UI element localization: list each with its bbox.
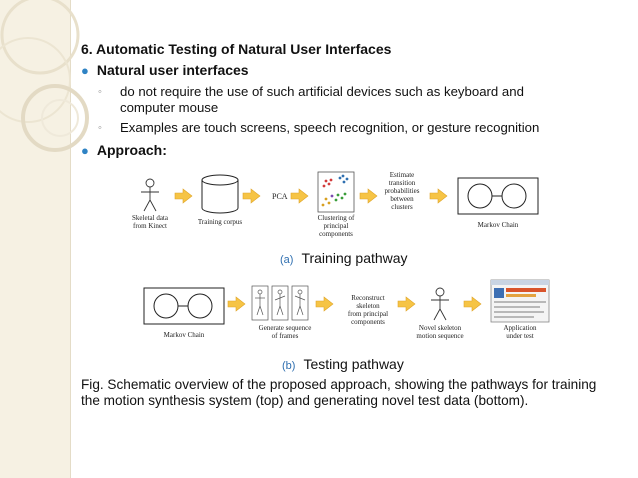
label-components-testing: components	[351, 318, 385, 326]
cluster-scatter-icon	[317, 171, 355, 213]
caption-b-text: Testing pathway	[303, 356, 404, 372]
label-probabilities: probabilities	[385, 187, 420, 195]
label-markov-chain-training: Markov Chain	[478, 221, 519, 229]
arrow-icon	[463, 296, 482, 312]
stick-figure-icon	[141, 178, 159, 212]
sub-bullet-devices: ◦ do not require the use of such artific…	[98, 84, 524, 115]
frame-sequence-icon	[251, 285, 309, 321]
label-reconstruct: Reconstruct	[351, 294, 384, 302]
arrow-icon	[359, 188, 378, 204]
bullet-natural-ui-text: Natural user interfaces	[96, 62, 249, 78]
arrow-icon	[174, 188, 193, 204]
arrow-icon	[429, 188, 448, 204]
label-from-kinect: from Kinect	[133, 222, 167, 230]
label-components: components	[319, 230, 353, 238]
label-principal: principal	[324, 222, 349, 230]
arrow-icon	[242, 188, 261, 204]
label-markov-chain-testing: Markov Chain	[164, 331, 205, 339]
arrow-icon	[227, 296, 246, 312]
bullet-dot-icon: ●	[81, 143, 89, 158]
bullet-dot-icon: ●	[81, 63, 89, 78]
bullet-approach-text: Approach:	[96, 142, 167, 158]
caption-b-label: (b)	[282, 360, 296, 372]
arrow-icon	[397, 296, 416, 312]
label-generate-sequence: Generate sequence	[259, 324, 312, 332]
sidebar-band	[0, 0, 70, 478]
label-under-test: under test	[506, 332, 533, 340]
label-from-principal: from principal	[348, 310, 388, 318]
markov-chain-icon	[457, 177, 539, 215]
label-estimate: Estimate	[390, 171, 415, 179]
caption-a-label: (a)	[280, 254, 294, 266]
label-skeletal-data: Skeletal data	[132, 214, 169, 222]
label-clusters: clusters	[391, 203, 413, 211]
sub-bullet-ring-icon: ◦	[98, 86, 102, 98]
label-application: Application	[503, 324, 537, 332]
sub-bullet-examples: ◦ Examples are touch screens, speech rec…	[98, 120, 539, 136]
label-transition: transition	[389, 179, 416, 187]
markov-chain-icon	[143, 287, 225, 325]
label-of-frames: of frames	[272, 332, 299, 340]
caption-a-text: Training pathway	[301, 250, 408, 266]
arrow-icon	[315, 296, 334, 312]
bullet-approach: ● Approach:	[81, 142, 167, 158]
label-skeleton: skeleton	[356, 302, 380, 310]
bullet-natural-ui: ● Natural user interfaces	[81, 62, 249, 78]
label-training-corpus: Training corpus	[198, 218, 243, 226]
decorative-circles	[0, 0, 89, 152]
sub-bullet-ring-icon: ◦	[98, 122, 102, 134]
label-pca: PCA	[272, 192, 288, 201]
label-motion-sequence: motion sequence	[416, 332, 463, 340]
database-icon	[201, 174, 239, 214]
sub-bullet-devices-line2: computer mouse	[120, 99, 219, 115]
sidebar-divider	[70, 0, 71, 478]
label-novel-skeleton: Novel skeleton	[419, 324, 462, 332]
caption-training-pathway: (a) Training pathway	[280, 250, 408, 266]
sub-bullet-devices-line1: do not require the use of such artificia…	[120, 84, 524, 99]
label-clustering: Clustering of	[318, 214, 355, 222]
sub-bullet-examples-text: Examples are touch screens, speech recog…	[120, 120, 540, 135]
slide-heading: 6. Automatic Testing of Natural User Int…	[81, 41, 392, 57]
stick-figure-icon	[431, 287, 449, 321]
figure-caption: Fig. Schematic overview of the proposed …	[81, 377, 597, 408]
application-screenshot-icon	[490, 279, 550, 323]
arrow-icon	[290, 188, 309, 204]
caption-testing-pathway: (b) Testing pathway	[282, 356, 404, 372]
label-between: between	[390, 195, 414, 203]
